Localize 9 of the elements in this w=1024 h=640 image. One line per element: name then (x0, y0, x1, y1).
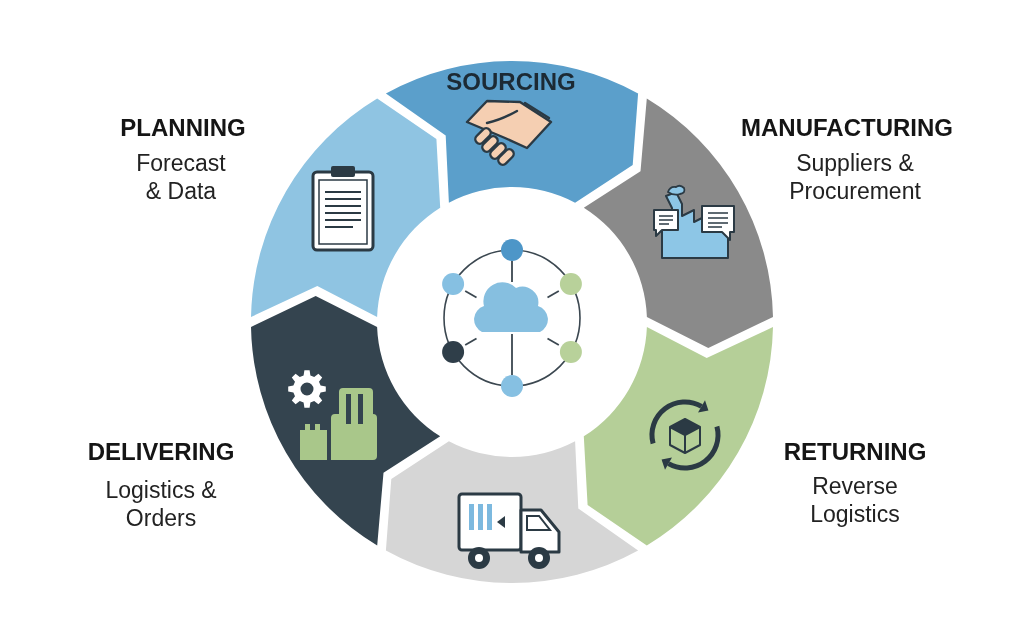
stage-title: DELIVERING (87, 438, 235, 466)
stage-description: Suppliers & Procurement (788, 149, 922, 205)
stage-title: PLANNING (120, 114, 246, 142)
stage-title: SOURCING (446, 68, 576, 96)
stage-title: MANUFACTURING (741, 114, 953, 142)
stage-description: Reverse Logistics (809, 472, 901, 528)
stage-description: Forecast & Data (135, 149, 227, 205)
stage-title: RETURNING (783, 438, 927, 466)
stage-description: Logistics & Orders (104, 476, 218, 532)
